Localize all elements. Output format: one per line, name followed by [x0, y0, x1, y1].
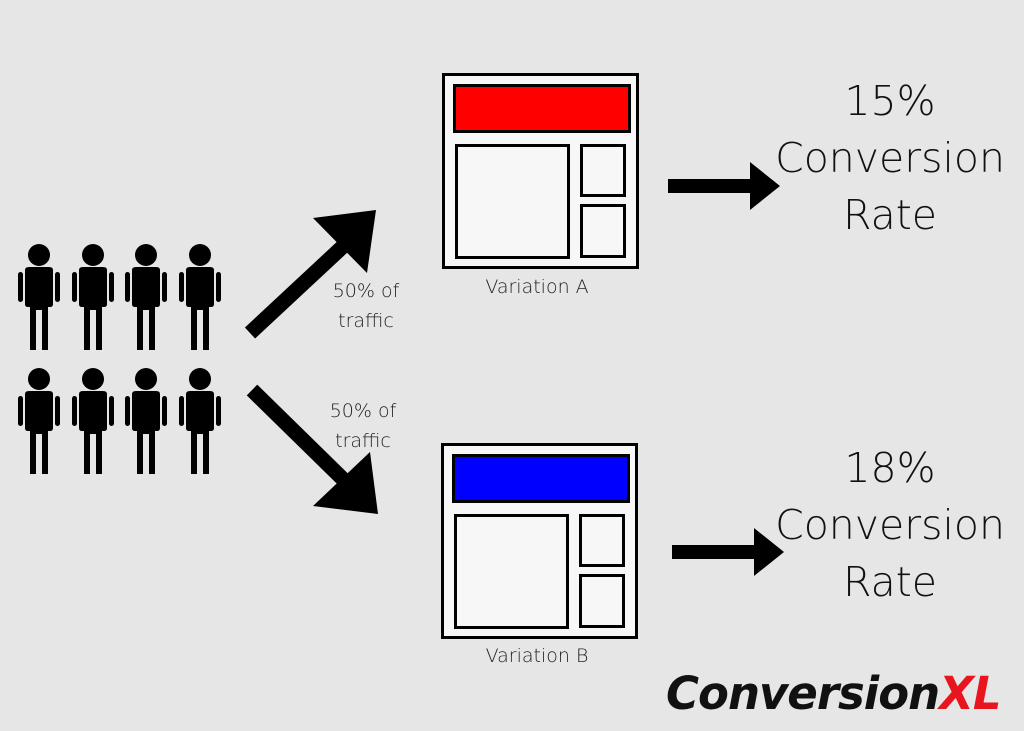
rate-word: Rate	[842, 191, 937, 239]
main-content-panel	[455, 144, 570, 259]
traffic-label-bottom: 50% of traffic	[308, 396, 418, 456]
brand-accent: XL	[939, 667, 1001, 720]
conversion-rate-value: 15%	[844, 77, 936, 125]
side-panel-top	[580, 144, 626, 197]
side-panel-bottom	[580, 204, 626, 258]
variation-b-label: Variation B	[485, 645, 589, 667]
variation-a-label: Variation A	[485, 276, 589, 298]
traffic-label-top: 50% of traffic	[311, 276, 421, 336]
traffic-word: traffic	[335, 430, 391, 452]
traffic-percent: 50% of	[332, 280, 400, 302]
conversion-rate-value: 18%	[844, 444, 936, 492]
arrow-up-right-icon	[244, 210, 376, 339]
variation-a-wireframe	[442, 73, 639, 269]
conversion-word: Conversion	[775, 134, 1005, 182]
conversion-word: Conversion	[775, 501, 1005, 549]
variation-b-wireframe	[441, 443, 638, 639]
main-content-panel	[454, 514, 569, 629]
variation-a-result: 15% Conversion Rate	[770, 73, 1010, 244]
traffic-word: traffic	[338, 310, 394, 332]
arrow-right-icon-b	[672, 528, 784, 576]
arrow-right-icon-a	[668, 162, 780, 210]
rate-word: Rate	[842, 558, 937, 606]
variation-b-result: 18% Conversion Rate	[770, 440, 1010, 611]
side-panel-bottom	[579, 574, 625, 628]
arrow-down-right-icon	[246, 384, 378, 514]
conversionxl-logo: ConversionXL	[666, 666, 1002, 722]
side-panel-top	[579, 514, 625, 567]
variation-a-header-bar	[453, 84, 631, 133]
brand-name: Conversion	[666, 667, 940, 720]
variation-b-header-bar	[452, 454, 630, 503]
traffic-percent: 50% of	[329, 400, 397, 422]
